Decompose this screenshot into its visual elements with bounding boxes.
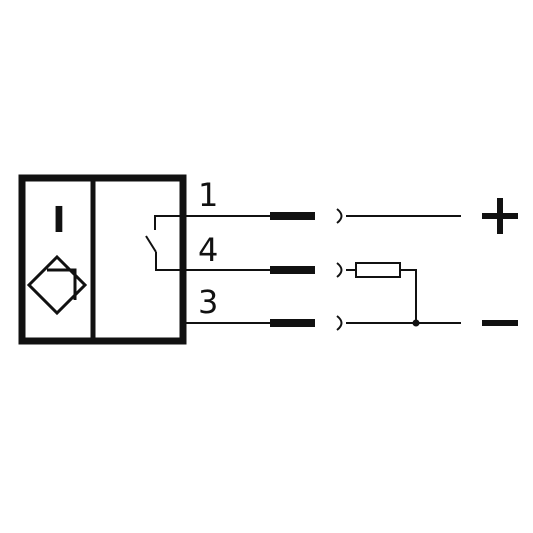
negative-label: −	[500, 334, 501, 336]
pin-label-4: 4	[198, 231, 218, 269]
wire-pin-1	[217, 208, 461, 224]
wire-pin-4	[183, 262, 420, 327]
minus-icon	[482, 320, 518, 326]
sensor-diamond-icon	[26, 254, 88, 316]
sensor-housing	[18, 174, 187, 345]
negative-terminal: −	[482, 320, 518, 336]
inductive-sensor-symbol: I	[26, 200, 88, 316]
pin-label-1: 1	[198, 176, 218, 214]
sensor-body-outline	[18, 174, 187, 345]
sensor-symbol-label: I	[52, 200, 65, 241]
pin-label-3: 3	[198, 283, 218, 321]
wire-4-connector-icon	[336, 262, 343, 278]
wire-1-connector-icon	[336, 208, 343, 224]
wire-3-connector-icon	[336, 315, 343, 331]
switch-blade	[145, 235, 157, 253]
wire-3-terminal	[270, 319, 315, 327]
sensor-coil-icon	[47, 268, 77, 300]
load-resistor-icon	[355, 262, 401, 278]
wire-4-terminal	[270, 266, 315, 274]
positive-label: +	[500, 238, 501, 241]
load-return-line	[400, 269, 417, 323]
plus-icon-vertical	[497, 198, 503, 234]
switch-upper-lead	[154, 215, 217, 230]
positive-terminal: +	[482, 198, 518, 241]
wire-1-terminal	[270, 212, 315, 220]
wire-pin-3	[183, 315, 461, 331]
